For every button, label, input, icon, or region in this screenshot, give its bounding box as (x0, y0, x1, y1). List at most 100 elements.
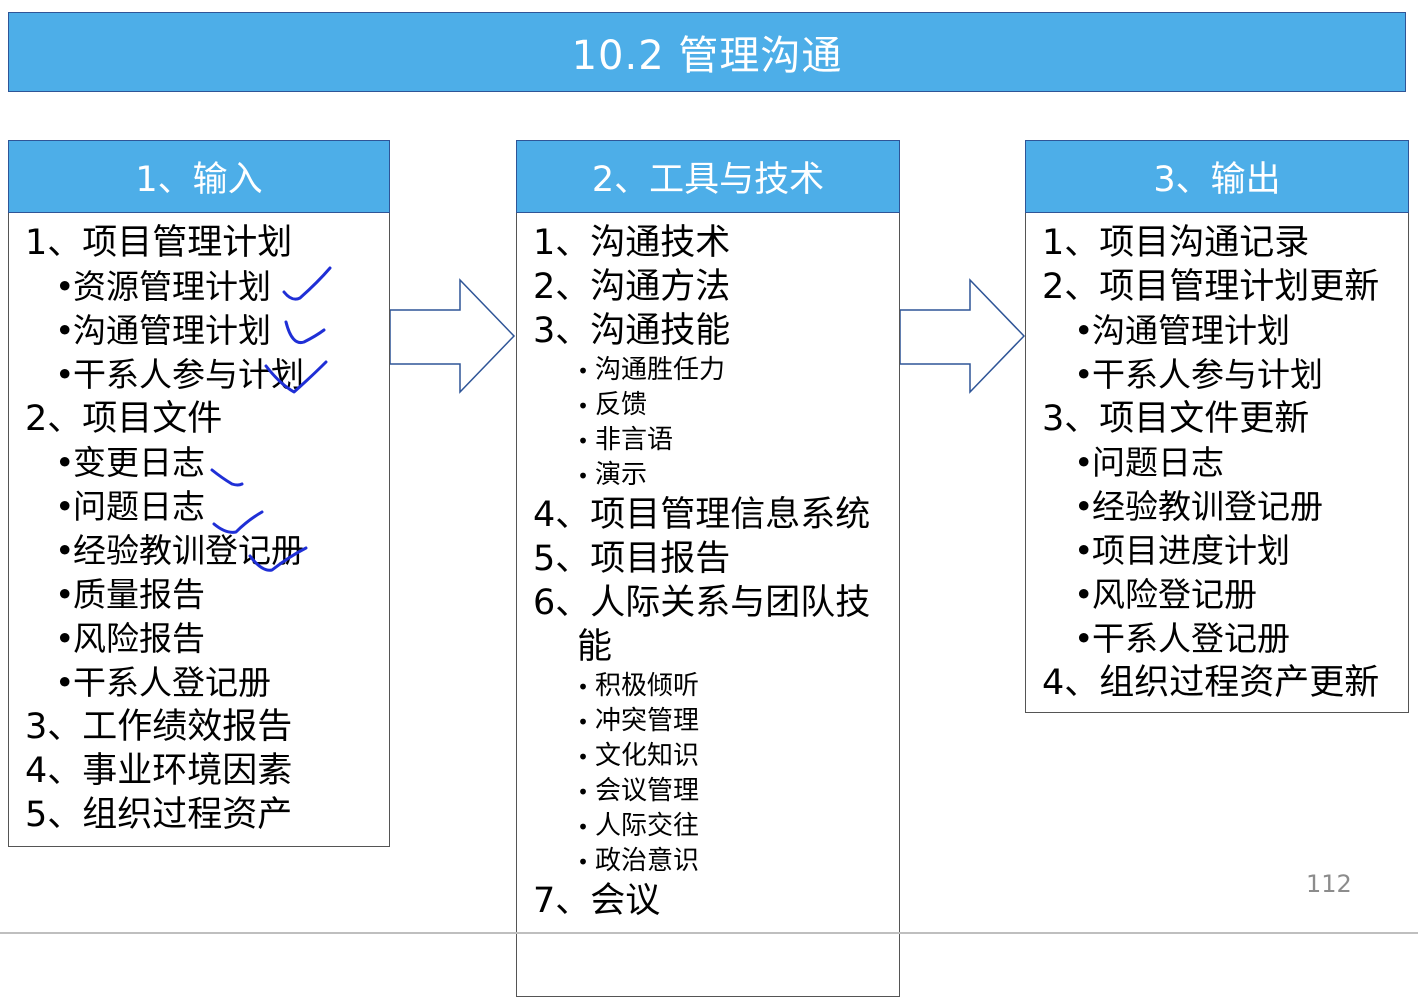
list-item: •积极倾听 (533, 669, 899, 704)
list-item: •干系人登记册 (1042, 617, 1408, 661)
bullet-icon: • (577, 850, 589, 874)
list-item: •干系人登记册 (25, 661, 389, 705)
bullet-icon: • (577, 359, 589, 383)
list-item-text: 风险报告 (73, 619, 205, 658)
list-item-text: 3、沟通技能 (533, 311, 731, 351)
list-item: 5、组织过程资产 (25, 793, 389, 837)
list-item-text: 政治意识 (595, 846, 700, 876)
list-item: 6、人际关系与团队技 (533, 581, 899, 625)
list-item-text: 2、项目文件 (25, 399, 223, 439)
list-item: •经验教训登记册 (1042, 485, 1408, 529)
list-item: 4、组织过程资产更新 (1042, 661, 1408, 705)
bullet-icon: • (55, 355, 75, 394)
list-item-text: 沟通管理计划 (73, 311, 271, 350)
bullet-icon: • (55, 311, 75, 350)
list-item: 3、项目文件更新 (1042, 397, 1408, 441)
bullet-icon: • (55, 267, 75, 306)
list-item-text: 会议管理 (595, 776, 700, 806)
list-item: •人际交往 (533, 809, 899, 844)
list-item: •问题日志 (25, 485, 389, 529)
list-item-text: 人际交往 (595, 811, 700, 841)
list-item-text: 经验教训登记册 (73, 531, 304, 570)
page-title: 10.2 管理沟通 (571, 33, 843, 79)
list-item-text: 干系人参与计划 (1092, 355, 1323, 394)
list-item-text: 项目进度计划 (1092, 531, 1290, 570)
list-item-text: 1、项目沟通记录 (1042, 223, 1310, 263)
bullet-icon: • (1074, 575, 1094, 614)
list-item-text: 经验教训登记册 (1092, 487, 1323, 526)
list-item-text: 反馈 (595, 390, 648, 420)
bullet-icon: • (1074, 311, 1094, 350)
outputs-header: 3、输出 (1025, 140, 1409, 213)
list-item-text: 2、项目管理计划更新 (1042, 267, 1380, 307)
tools-header: 2、工具与技术 (516, 140, 900, 213)
list-item: •沟通管理计划 (25, 309, 389, 353)
list-item: •质量报告 (25, 573, 389, 617)
bullet-icon: • (577, 464, 589, 488)
list-item: •项目进度计划 (1042, 529, 1408, 573)
list-item: •干系人参与计划 (1042, 353, 1408, 397)
list-item: 1、项目沟通记录 (1042, 221, 1408, 265)
flow-arrow-icon (900, 278, 1026, 394)
list-item-text: 4、组织过程资产更新 (1042, 663, 1380, 703)
bullet-icon: • (55, 443, 75, 482)
list-item-text: 变更日志 (73, 443, 205, 482)
list-item: •变更日志 (25, 441, 389, 485)
list-item: 2、沟通方法 (533, 265, 899, 309)
list-item-text: 3、项目文件更新 (1042, 399, 1310, 439)
list-item-text: 1、沟通技术 (533, 223, 731, 263)
list-item-text: 文化知识 (595, 741, 700, 771)
bullet-icon: • (55, 487, 75, 526)
list-item: •干系人参与计划 (25, 353, 389, 397)
footer-divider (0, 932, 1418, 934)
bullet-icon: • (577, 429, 589, 453)
list-item: •经验教训登记册 (25, 529, 389, 573)
list-item: 3、沟通技能 (533, 309, 899, 353)
bullet-icon: • (577, 780, 589, 804)
list-item: •演示 (533, 458, 899, 493)
list-item: •沟通管理计划 (1042, 309, 1408, 353)
bullet-icon: • (1074, 443, 1094, 482)
list-item: •非言语 (533, 423, 899, 458)
list-item-text: 风险登记册 (1092, 575, 1257, 614)
list-item: •政治意识 (533, 844, 899, 879)
list-item-text: 质量报告 (73, 575, 205, 614)
flow-arrow-icon (390, 278, 516, 394)
bullet-icon: • (1074, 355, 1094, 394)
list-item-text: 演示 (595, 460, 648, 490)
list-item-text: 冲突管理 (595, 706, 700, 736)
list-item-text: 4、项目管理信息系统 (533, 495, 871, 535)
inputs-header: 1、输入 (8, 140, 390, 213)
list-item-text: 沟通管理计划 (1092, 311, 1290, 350)
list-item: 4、项目管理信息系统 (533, 493, 899, 537)
list-item: 2、项目管理计划更新 (1042, 265, 1408, 309)
list-item-text: 干系人登记册 (1092, 619, 1290, 658)
bullet-icon: • (577, 815, 589, 839)
list-item-text: 积极倾听 (595, 671, 700, 701)
bullet-icon: • (577, 675, 589, 699)
list-item: •会议管理 (533, 774, 899, 809)
list-item: 2、项目文件 (25, 397, 389, 441)
list-item-text: 3、工作绩效报告 (25, 707, 293, 747)
list-item: 7、会议 (533, 879, 899, 923)
list-item: •风险登记册 (1042, 573, 1408, 617)
bullet-icon: • (1074, 619, 1094, 658)
list-item: •风险报告 (25, 617, 389, 661)
bullet-icon: • (55, 619, 75, 658)
list-item-text: 能 (577, 627, 613, 667)
list-item: 3、工作绩效报告 (25, 705, 389, 749)
list-item-text: 2、沟通方法 (533, 267, 731, 307)
list-item: •反馈 (533, 388, 899, 423)
bullet-icon: • (1074, 487, 1094, 526)
list-item: 能 (533, 625, 899, 669)
list-item-text: 7、会议 (533, 881, 661, 921)
list-item: •资源管理计划 (25, 265, 389, 309)
